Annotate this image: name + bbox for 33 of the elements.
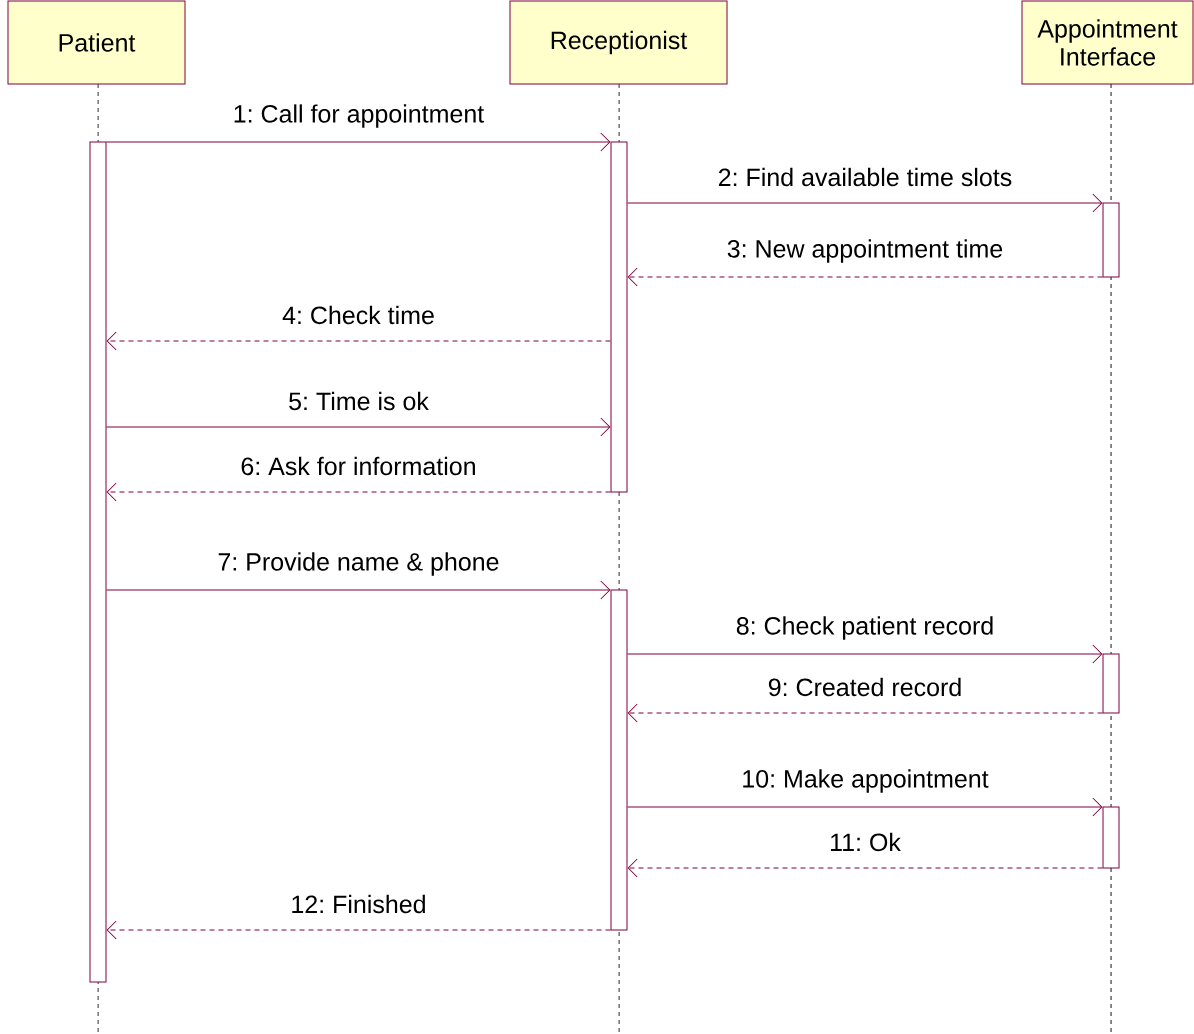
message-arrow [627, 858, 1103, 878]
message-arrow [627, 193, 1103, 213]
activation-bar [610, 141, 628, 493]
message-arrow [106, 331, 611, 351]
message-label: 9: Created record [766, 676, 964, 698]
message-arrow [627, 703, 1103, 723]
message-arrow [106, 580, 611, 600]
participant-box: Appointment Interface [1021, 0, 1194, 85]
message-arrow [106, 482, 611, 502]
message-arrow [106, 920, 611, 940]
activation-bar [89, 141, 107, 983]
message-label: 12: Finished [289, 893, 428, 915]
message-arrow [627, 797, 1103, 817]
message-label: 2: Find available time slots [716, 166, 1014, 188]
message-label: 6: Ask for information [239, 455, 478, 477]
activation-bar [1102, 202, 1120, 278]
message-label: 3: New appointment time [725, 238, 1005, 264]
participant-box: Receptionist [509, 0, 728, 85]
message-label: 5: Time is ok [287, 390, 430, 412]
message-label: 10: Make appointment [740, 768, 990, 794]
message-arrow [106, 417, 611, 437]
message-label: 7: Provide name & phone [216, 551, 501, 577]
activation-bar [610, 589, 628, 931]
participant-box: Patient [7, 0, 186, 85]
message-label: 11: Ok [828, 831, 902, 853]
message-arrow [627, 267, 1103, 287]
message-label: 4: Check time [281, 304, 436, 326]
message-label: 1: Call for appointment [231, 103, 486, 129]
message-arrow [627, 644, 1103, 664]
activation-bar [1102, 653, 1120, 714]
message-arrow [106, 132, 611, 152]
message-label: 8: Check patient record [734, 615, 996, 641]
activation-bar [1102, 806, 1120, 869]
